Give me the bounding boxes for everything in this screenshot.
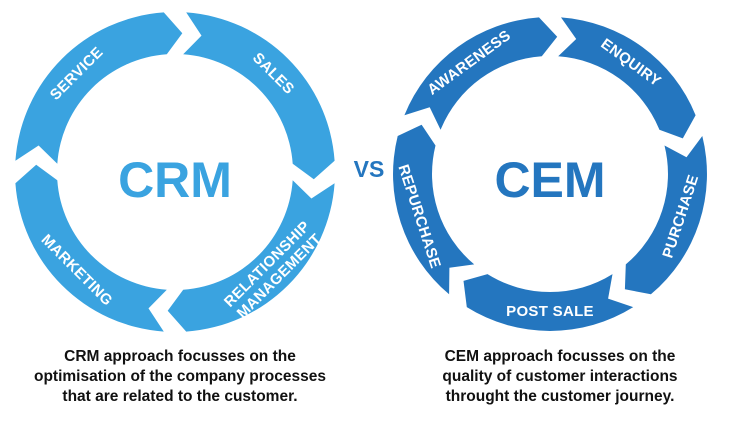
- cem-caption: CEM approach focusses on the quality of …: [400, 347, 720, 407]
- crm-segment: [183, 12, 335, 180]
- crm-segment: [15, 164, 167, 332]
- cem-segment: [393, 124, 475, 295]
- cem-segment-label: POST SALE: [506, 303, 594, 320]
- cem-center-label: CEM: [494, 152, 605, 208]
- crm-caption-line: CRM approach focusses on the: [64, 348, 296, 365]
- crm-caption-line: that are related to the customer.: [62, 388, 298, 405]
- cem-segment: [558, 17, 696, 139]
- cem-caption-line: throught the customer journey.: [445, 388, 675, 405]
- cem-caption-line: quality of customer interactions: [442, 368, 678, 385]
- crm-segment: [167, 180, 335, 332]
- cem-caption-line: CEM approach focusses on the: [444, 348, 676, 365]
- cem-segment: [463, 274, 634, 331]
- vs-label: VS: [354, 156, 385, 182]
- crm-center-label: CRM: [118, 152, 232, 208]
- cem-segment: [624, 136, 707, 295]
- crm-caption-line: optimisation of the company processes: [34, 368, 326, 385]
- cem-segment: [404, 17, 558, 130]
- crm-segment: [15, 12, 183, 164]
- crm-caption: CRM approach focusses on the optimisatio…: [20, 347, 340, 407]
